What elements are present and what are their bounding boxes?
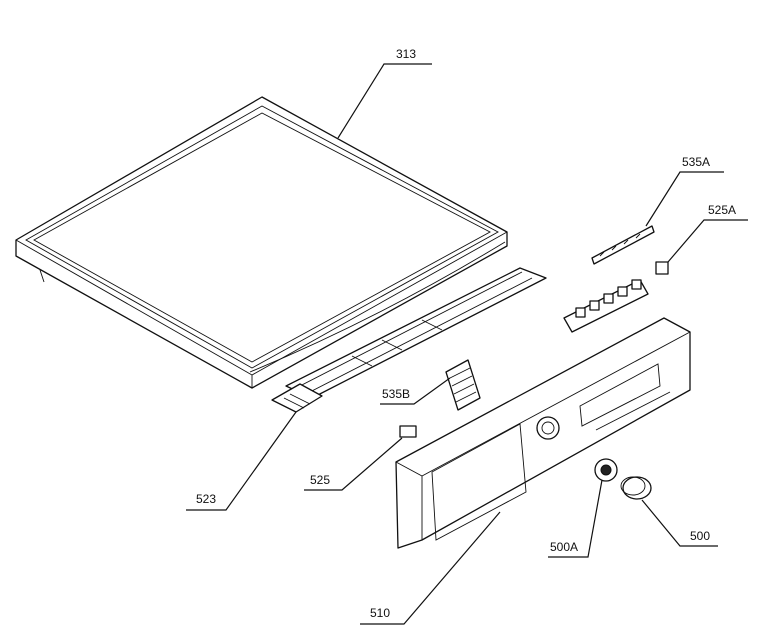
callout-510: 510 — [370, 606, 390, 620]
leader-313 — [337, 63, 432, 139]
part-313-top-lid — [15, 96, 508, 389]
part-525-button — [399, 425, 417, 438]
callout-535A: 535A — [682, 155, 710, 169]
leader-525A — [667, 219, 748, 263]
callout-500A: 500A — [550, 540, 578, 554]
part-525A-button-strip — [563, 261, 669, 333]
part-500-knob — [620, 476, 652, 500]
callout-535B: 535B — [382, 387, 410, 401]
callout-500: 500 — [690, 529, 710, 543]
leader-535A — [645, 171, 724, 227]
part-535B-clip — [445, 359, 481, 411]
part-523-rail — [271, 267, 547, 413]
part-510-control-panel — [395, 317, 691, 549]
leader-510 — [360, 511, 501, 625]
part-535A-light-guide — [591, 225, 655, 265]
callout-525: 525 — [310, 473, 330, 487]
part-500A-knob-base — [594, 458, 618, 482]
callout-313: 313 — [396, 47, 416, 61]
leader-523 — [186, 411, 297, 511]
leader-500 — [641, 499, 718, 547]
leader-525 — [304, 437, 403, 491]
leader-500A — [548, 479, 603, 558]
callout-523: 523 — [196, 492, 216, 506]
callout-525A: 525A — [708, 203, 736, 217]
leader-535B — [380, 377, 451, 405]
